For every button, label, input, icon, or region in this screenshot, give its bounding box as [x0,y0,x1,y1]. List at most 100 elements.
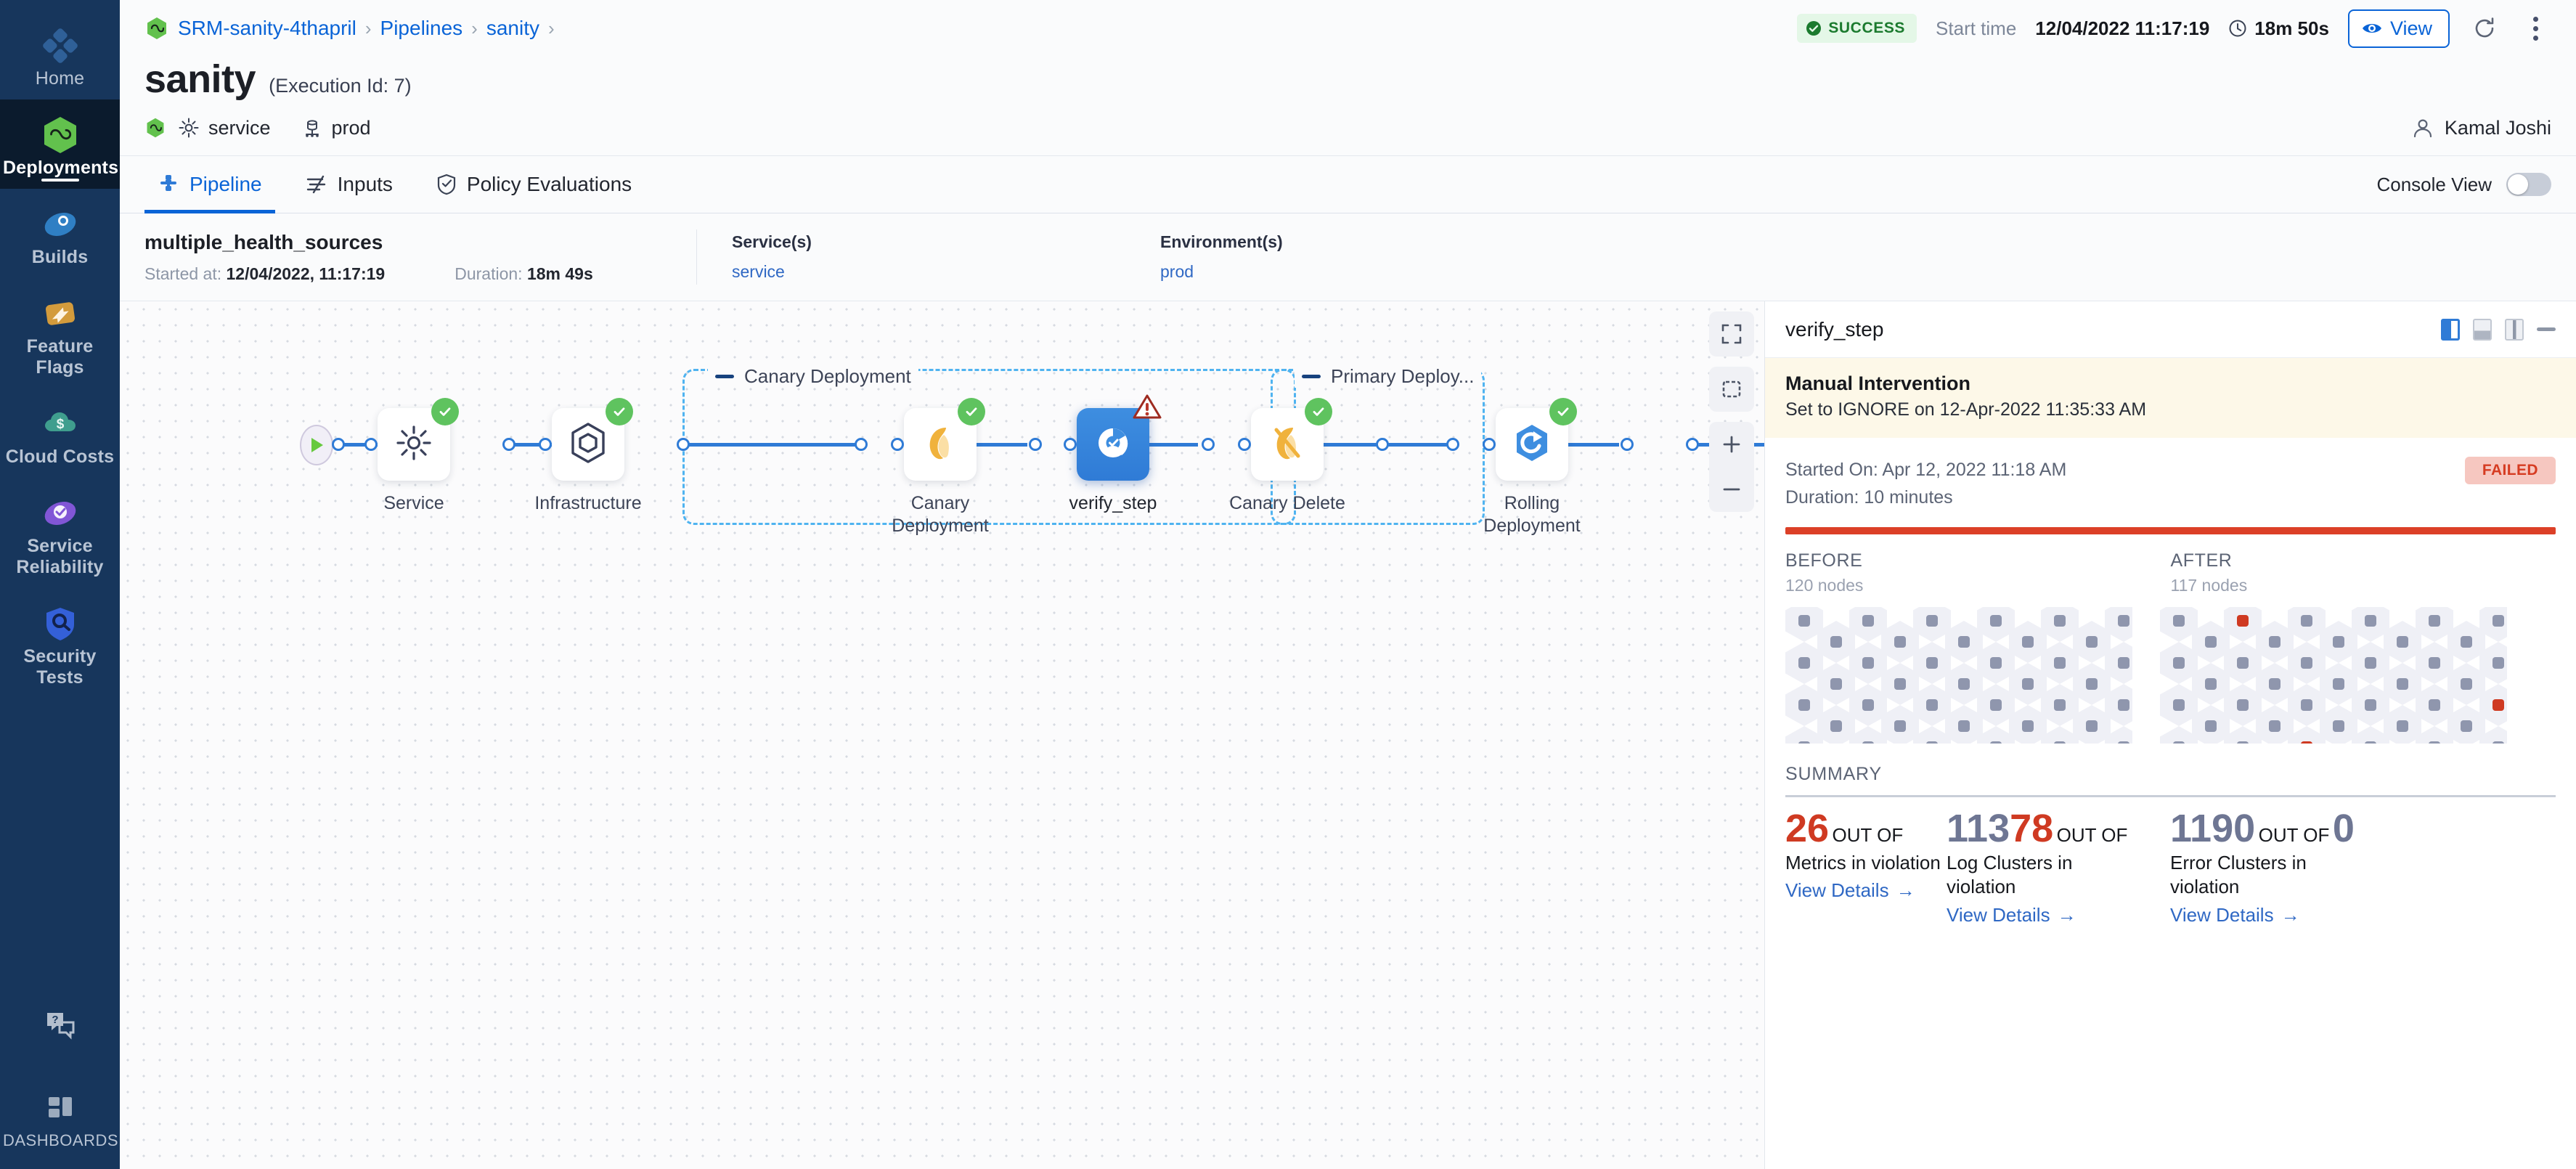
node-hex[interactable] [1977,642,2015,684]
node-hex[interactable] [2041,607,2079,642]
node-hex[interactable] [2320,621,2357,663]
node-service[interactable]: Service [378,398,483,515]
node-hex[interactable] [1913,684,1951,726]
node-hex[interactable] [1817,621,1855,663]
sidebar-item-builds[interactable]: Builds [0,189,120,278]
node-verify-step[interactable]: verify_step [1069,394,1182,515]
node-hex[interactable] [2288,642,2326,684]
environment-link[interactable]: prod [1160,262,1194,281]
node-rolling-deployment[interactable]: Rolling Deployment [1483,398,1601,537]
before-title: BEFORE [1785,550,1863,571]
node-hex[interactable] [2192,663,2230,705]
node-hex[interactable] [2288,684,2326,726]
node-status-dot [2118,741,2129,744]
node-hex[interactable] [2479,607,2507,642]
status-badge-label: SUCCESS [1828,20,1906,36]
node-hex[interactable] [2160,684,2198,726]
node-hex[interactable] [2224,684,2262,726]
sidebar-item-feature-flags[interactable]: Feature Flags [0,278,120,388]
node-hex[interactable] [2073,663,2111,705]
node-hex[interactable] [1785,642,1823,684]
node-hex[interactable] [1977,684,2015,726]
node-hex[interactable] [1945,663,1983,705]
summary-metrics: 26 OUT OF Metrics in violation View Deta… [1785,809,2556,954]
panel-layout-right-icon[interactable] [2441,318,2460,341]
pipeline-canvas[interactable]: Canary Deployment Primary Deploy... [120,301,1764,1169]
node-hex[interactable] [2447,663,2485,705]
node-infrastructure[interactable]: Infrastructure [534,398,657,515]
node-card[interactable] [378,398,459,481]
pipeline-start-node[interactable] [300,425,333,465]
sidebar-item-service-reliability[interactable]: Service Reliability [0,478,120,588]
view-details-link-metrics[interactable]: View Details → [1785,879,1915,902]
minimize-icon[interactable] [2537,327,2556,331]
fit-to-screen-icon[interactable] [1709,367,1754,412]
console-view-toggle[interactable] [2506,173,2551,196]
sidebar-item-help[interactable]: ? [0,990,120,1073]
node-hex[interactable] [1849,642,1887,684]
tab-policy-evaluations[interactable]: Policy Evaluations [423,156,645,213]
node-card[interactable] [552,398,633,481]
panel-layout-float-icon[interactable] [2505,318,2524,341]
node-hex[interactable] [2041,684,2079,726]
sidebar-item-home[interactable]: Home [0,10,120,99]
node-hex[interactable] [2073,621,2111,663]
node-hex[interactable] [1881,663,1919,705]
collapse-dash-icon[interactable] [715,375,734,378]
node-hex[interactable] [2384,663,2421,705]
node-hex[interactable] [1849,684,1887,726]
node-hex[interactable] [1817,663,1855,705]
node-hex[interactable] [2256,663,2294,705]
breadcrumb-item-account[interactable]: SRM-sanity-4thapril [178,17,356,39]
service-link[interactable]: service [732,262,785,281]
tab-inputs[interactable]: Inputs [293,156,406,213]
node-hex[interactable] [1881,621,1919,663]
node-canary-delete[interactable]: Canary Delete [1229,398,1356,515]
node-canary-deployment[interactable]: Canary Deployment [892,398,1009,537]
fullscreen-icon[interactable] [1709,311,1754,357]
node-card[interactable] [904,398,985,481]
node-hex[interactable] [2352,642,2389,684]
refresh-icon[interactable] [2469,12,2500,44]
kebab-menu-icon[interactable] [2519,12,2551,44]
collapse-dash-icon[interactable] [1302,375,1321,378]
view-details-link-logs[interactable]: View Details → [1947,904,2076,926]
node-hex[interactable] [2192,621,2230,663]
node-hex[interactable] [2447,621,2485,663]
node-hex[interactable] [2009,621,2047,663]
node-card[interactable] [1077,394,1162,481]
node-hex[interactable] [2416,642,2453,684]
node-card[interactable] [1496,398,1577,481]
group-label-canary: Canary Deployment [708,365,918,388]
node-status-dot [2205,636,2217,648]
avatar [2411,116,2434,139]
zoom-in-icon[interactable] [1709,422,1754,467]
sidebar-item-dashboards[interactable]: DASHBOARDS [0,1073,120,1169]
breadcrumb-item-pipelines[interactable]: Pipelines [380,17,463,39]
node-hex[interactable] [2160,642,2198,684]
panel-layout-bottom-icon[interactable] [2473,318,2492,341]
view-button[interactable]: View [2347,9,2450,48]
node-hex[interactable] [2320,663,2357,705]
node-hex[interactable] [2224,642,2262,684]
node-hex[interactable] [2384,621,2421,663]
node-hex[interactable] [1945,621,1983,663]
node-hex[interactable] [2041,642,2079,684]
sidebar-item-deployments[interactable]: Deployments [0,99,120,189]
node-hex[interactable] [2009,663,2047,705]
node-hex[interactable] [2352,684,2389,726]
node-hex[interactable] [2416,684,2453,726]
group-label-primary: Primary Deploy... [1295,365,1482,388]
tab-pipeline[interactable]: Pipeline [144,156,275,213]
sidebar-item-security-tests[interactable]: Security Tests [0,588,120,698]
metric-value-row: 1190 OUT OF 0 [2170,809,2410,848]
view-details-link-errors[interactable]: View Details → [2170,904,2300,926]
node-hex[interactable] [1785,684,1823,726]
zoom-out-icon[interactable] [1709,467,1754,512]
group-label-text: Primary Deploy... [1331,365,1475,387]
node-card[interactable] [1251,398,1332,481]
node-hex[interactable] [2256,621,2294,663]
breadcrumb-item-pipeline[interactable]: sanity [486,17,539,39]
node-hex[interactable] [1913,642,1951,684]
sidebar-item-cloud-costs[interactable]: $ Cloud Costs [0,388,120,478]
